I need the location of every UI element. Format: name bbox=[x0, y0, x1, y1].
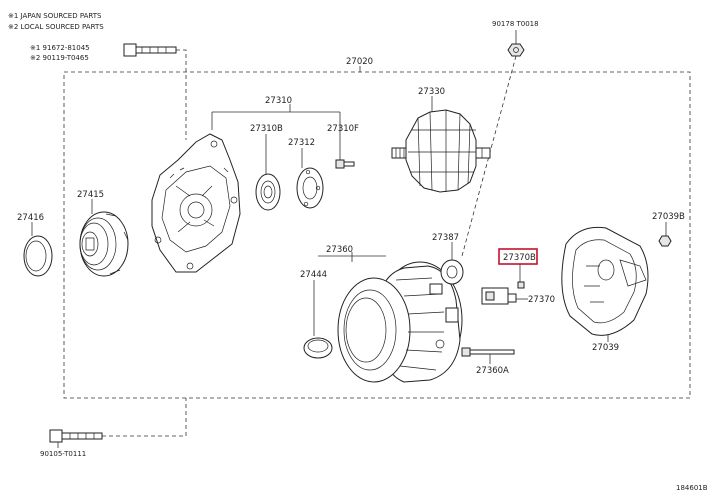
label-90105[interactable]: 90105-T0111 bbox=[40, 450, 86, 458]
note-japan-sourced: ※1 JAPAN SOURCED PARTS bbox=[8, 12, 102, 20]
label-27310[interactable]: 27310 bbox=[265, 96, 292, 106]
screw-27370B-icon[interactable] bbox=[517, 281, 525, 289]
label-27370[interactable]: 27370 bbox=[528, 295, 555, 305]
nut-27039B-icon[interactable] bbox=[658, 235, 672, 247]
note-local-sourced: ※2 LOCAL SOURCED PARTS bbox=[8, 23, 104, 31]
label-27039B[interactable]: 27039B bbox=[652, 212, 685, 222]
label-27330[interactable]: 27330 bbox=[418, 87, 445, 97]
retainer-27312-icon[interactable] bbox=[296, 167, 324, 209]
highlight-27370B-box bbox=[498, 248, 538, 265]
drive-end-frame-icon[interactable] bbox=[151, 133, 241, 273]
leader-bolt-90105 bbox=[102, 398, 187, 437]
label-27312[interactable]: 27312 bbox=[288, 138, 315, 148]
label-27039[interactable]: 27039 bbox=[592, 343, 619, 353]
insulator-27387-icon[interactable] bbox=[440, 259, 464, 285]
bolt-91672-icon[interactable] bbox=[123, 43, 177, 57]
brush-holder-27370-icon[interactable] bbox=[481, 287, 517, 305]
leader-27360-bracket bbox=[318, 252, 386, 262]
cap-27416-icon[interactable] bbox=[23, 235, 53, 277]
rotor-27330-icon[interactable] bbox=[391, 109, 491, 193]
assembly-frame bbox=[63, 71, 691, 399]
stator-27360-icon[interactable] bbox=[337, 261, 463, 383]
label-91672[interactable]: ※1 91672-81045 bbox=[30, 44, 90, 52]
label-27415[interactable]: 27415 bbox=[77, 190, 104, 200]
bushing-27444-icon[interactable] bbox=[303, 337, 333, 359]
bearing-27310B-icon[interactable] bbox=[255, 173, 281, 211]
label-90119[interactable]: ※2 90119-T0465 bbox=[30, 54, 89, 62]
diagram-id: 184601B bbox=[676, 484, 708, 492]
bolt-27360A-icon[interactable] bbox=[461, 347, 515, 357]
label-90178[interactable]: 90178 T0018 bbox=[492, 20, 539, 28]
rear-cover-27039-icon[interactable] bbox=[561, 226, 649, 336]
label-27360A[interactable]: 27360A bbox=[476, 366, 509, 376]
label-27387[interactable]: 27387 bbox=[432, 233, 459, 243]
bolt-90105-icon[interactable] bbox=[49, 429, 103, 443]
label-27020[interactable]: 27020 bbox=[346, 57, 373, 67]
label-27370B[interactable]: 27370B bbox=[503, 253, 536, 263]
label-27444[interactable]: 27444 bbox=[300, 270, 327, 280]
nut-90178-icon[interactable] bbox=[507, 43, 525, 57]
leader-bolt-91672 bbox=[176, 49, 187, 140]
label-27416[interactable]: 27416 bbox=[17, 213, 44, 223]
label-27310B[interactable]: 27310B bbox=[250, 124, 283, 134]
leader-27310-bracket bbox=[211, 111, 341, 160]
label-27360[interactable]: 27360 bbox=[326, 245, 353, 255]
label-27310F[interactable]: 27310F bbox=[327, 124, 359, 134]
screw-27310F-icon[interactable] bbox=[335, 159, 355, 169]
pulley-27415-icon[interactable] bbox=[79, 211, 129, 277]
